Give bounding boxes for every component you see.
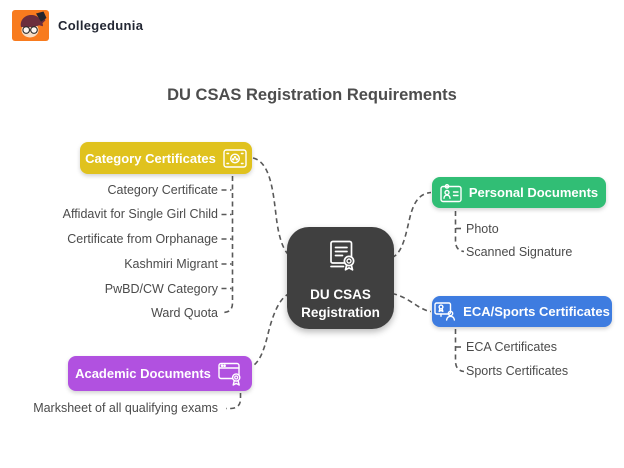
certificate-seal-icon [223, 148, 247, 168]
branch-node-category-certificates: Category Certificates [80, 142, 252, 174]
branch-label: Category Certificates [85, 150, 216, 166]
leaf-item: PwBD/CW Category [104, 282, 218, 296]
leaf-item: Certificate from Orphanage [67, 232, 218, 246]
page-title: DU CSAS Registration Requirements [167, 86, 457, 104]
collegedunia-mascot-icon [12, 10, 49, 41]
screen-person-icon [434, 302, 456, 321]
central-node-label: DU CSAS Registration [301, 286, 380, 320]
leaf-item: Affidavit for Single Girl Child [62, 207, 218, 221]
leaf-item: Photo [466, 222, 499, 236]
branch-node-academic-documents: Academic Documents [68, 356, 252, 391]
leaf-item: Marksheet of all qualifying exams [33, 401, 218, 415]
brand-name: Collegedunia [58, 18, 144, 33]
leaf-item: ECA Certificates [466, 340, 558, 354]
leaf-item: Sports Certificates [466, 364, 569, 378]
leaf-item: Kashmiri Migrant [124, 257, 218, 271]
branch-label: ECA/Sports Certificates [463, 304, 610, 319]
leaf-item: Scanned Signature [466, 245, 573, 259]
central-node-du-csas-registration: DU CSAS Registration [287, 227, 394, 329]
leaf-item: Ward Quota [151, 306, 218, 320]
branch-label: Academic Documents [75, 366, 211, 381]
browser-award-icon [218, 362, 245, 386]
leaf-item: Category Certificate [107, 183, 218, 197]
brand-header: Collegedunia [12, 10, 143, 41]
document-award-icon [321, 235, 361, 280]
branch-node-eca-sports-certificates: ECA/Sports Certificates [432, 296, 612, 327]
id-card-icon [440, 183, 462, 203]
branch-label: Personal Documents [468, 185, 599, 200]
branch-node-personal-documents: Personal Documents [432, 177, 606, 208]
